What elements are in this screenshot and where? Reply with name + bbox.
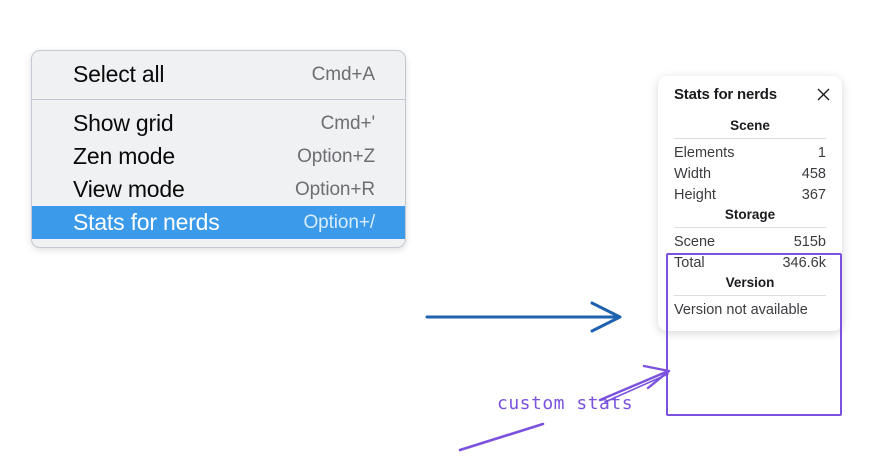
menu-item-select-all[interactable]: Select all Cmd+A [32, 58, 405, 91]
close-icon[interactable] [815, 86, 832, 103]
stat-row: Width 458 [674, 163, 826, 184]
stat-row: Height 367 [674, 184, 826, 205]
purple-underline-stroke [458, 422, 545, 452]
stat-row: Elements 1 [674, 142, 826, 163]
stat-group-title: Version [725, 275, 775, 290]
panel-title: Stats for nerds [674, 86, 777, 103]
menu-item-label: Select all [73, 61, 165, 87]
menu-item-shortcut: Option+Z [297, 145, 375, 167]
menu-section: Select all Cmd+A [32, 51, 405, 99]
stat-value: 346.6k [782, 254, 826, 271]
menu-item-label: Show grid [73, 110, 174, 136]
stat-value: 458 [801, 165, 826, 182]
menu-item-zen-mode[interactable]: Zen mode Option+Z [32, 140, 405, 173]
stat-value: 1 [817, 144, 826, 161]
stat-value: 515b [793, 233, 826, 250]
menu-item-shortcut: Option+/ [303, 211, 375, 233]
stat-group-divider [674, 138, 826, 139]
stat-group-divider [674, 227, 826, 228]
menu-item-view-mode[interactable]: View mode Option+R [32, 173, 405, 206]
handwritten-annotation-label: custom stats [497, 393, 634, 414]
stat-group-divider [674, 295, 826, 296]
stat-group-title: Scene [730, 118, 770, 133]
menu-item-show-grid[interactable]: Show grid Cmd+' [32, 107, 405, 140]
stat-label: Total [674, 254, 705, 271]
stat-value: 367 [801, 186, 826, 203]
stat-row: Scene 515b [674, 231, 826, 252]
stat-label: Elements [674, 144, 735, 161]
stat-note: Version not available [674, 302, 808, 318]
menu-item-shortcut: Option+R [295, 178, 375, 200]
panel-header: Stats for nerds [666, 86, 834, 103]
menu-item-label: Zen mode [73, 143, 175, 169]
menu-item-shortcut: Cmd+A [311, 63, 375, 85]
stat-row: Total 346.6k [674, 252, 826, 273]
stat-label: Scene [674, 233, 716, 250]
menu-item-shortcut: Cmd+' [320, 112, 375, 134]
stat-label: Height [674, 186, 716, 203]
stat-label: Width [674, 165, 712, 182]
blue-arrow-icon [425, 301, 622, 333]
menu-item-label: Stats for nerds [73, 209, 220, 235]
menu-item-label: View mode [73, 176, 185, 202]
menu-item-stats-for-nerds[interactable]: Stats for nerds Option+/ [32, 206, 405, 239]
stat-group-title: Storage [724, 207, 776, 222]
